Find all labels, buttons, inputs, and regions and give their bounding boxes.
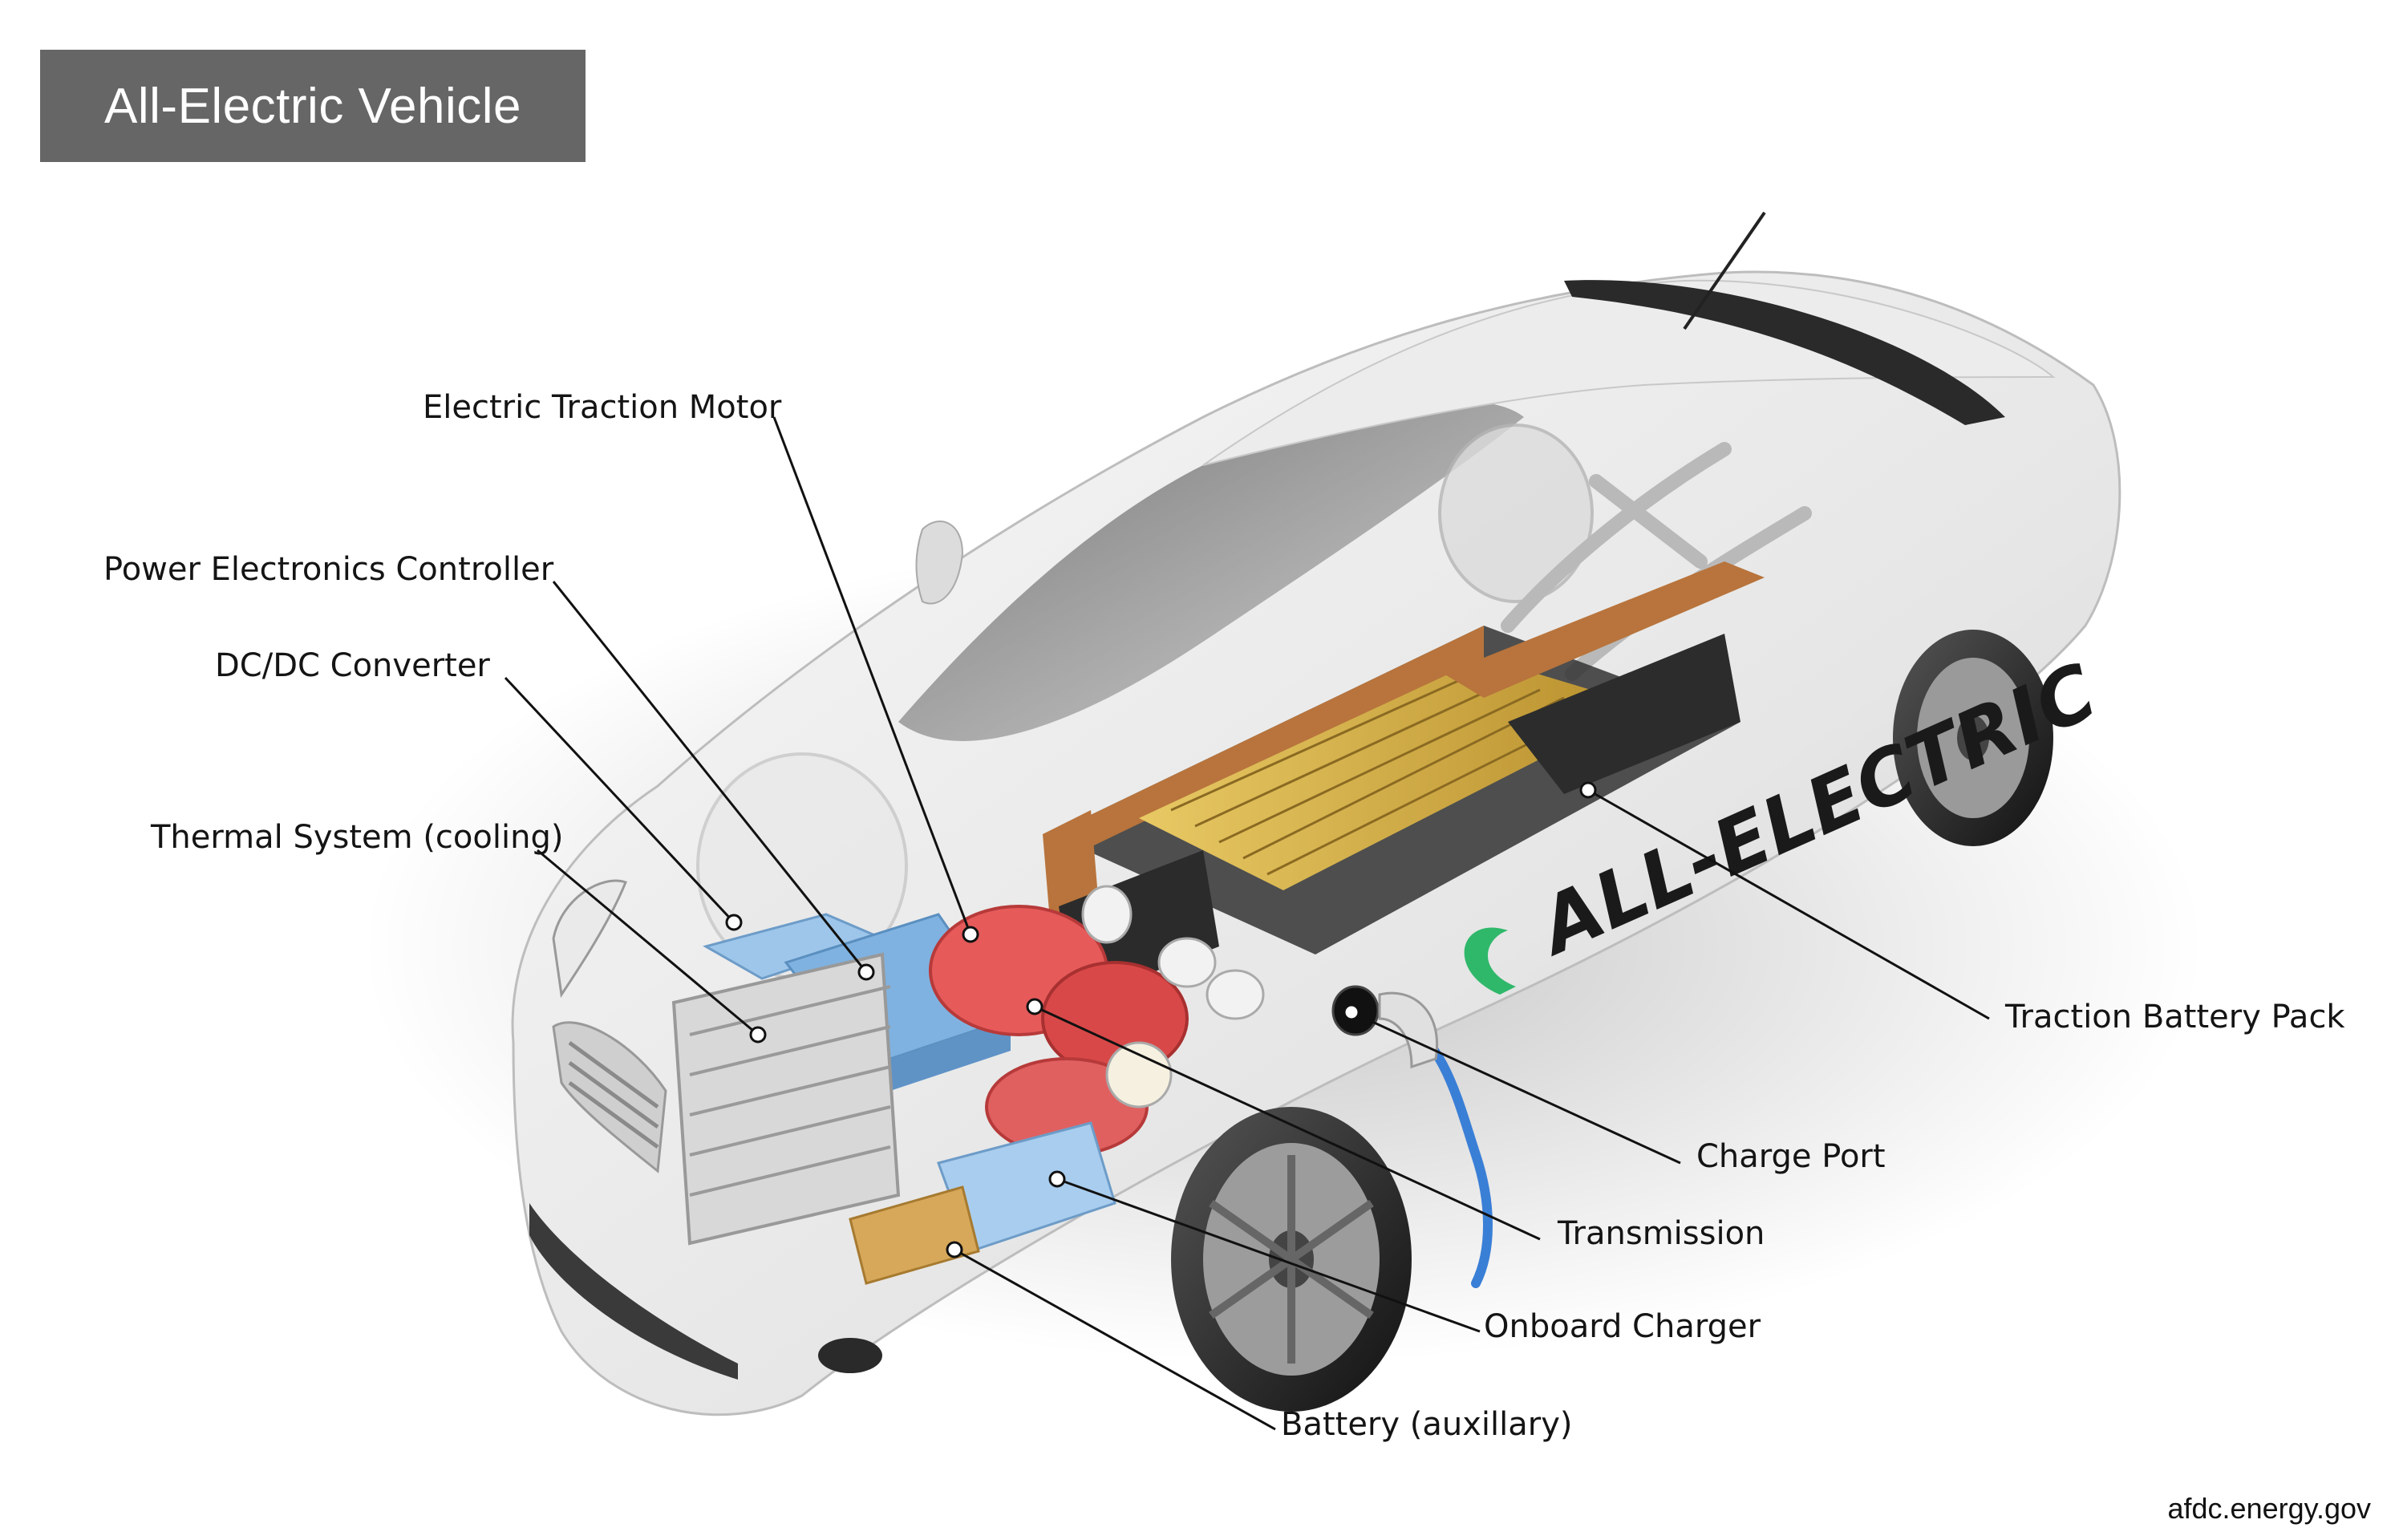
page-title: All-Electric Vehicle bbox=[104, 78, 521, 134]
title-banner: All-Electric Vehicle bbox=[40, 50, 586, 162]
label-power-electronics-controller: Power Electronics Controller bbox=[103, 551, 554, 588]
dot-charge-port bbox=[1343, 1003, 1360, 1021]
side-mirror bbox=[915, 521, 964, 605]
leader-dots bbox=[725, 781, 1597, 1258]
dot-power-electronics-controller bbox=[857, 963, 875, 981]
dot-battery-auxiliary bbox=[946, 1241, 963, 1258]
dot-electric-traction-motor bbox=[962, 926, 979, 943]
lower-grille bbox=[529, 1203, 738, 1380]
leader-electric-traction-motor bbox=[772, 416, 972, 935]
dot-dc-dc-converter bbox=[725, 914, 743, 931]
auxiliary-battery-shape bbox=[849, 1185, 980, 1285]
windshield bbox=[898, 401, 1524, 741]
traction-battery-pack-shape bbox=[1043, 561, 1765, 1003]
leader-transmission bbox=[1034, 1005, 1541, 1241]
dot-traction-battery-pack bbox=[1579, 781, 1597, 799]
leader-power-electronics-controller bbox=[552, 581, 868, 973]
label-transmission: Transmission bbox=[1558, 1215, 1765, 1252]
label-dc-dc-converter: DC/DC Converter bbox=[215, 647, 490, 684]
label-charge-port: Charge Port bbox=[1696, 1138, 1886, 1175]
green-logo bbox=[1464, 927, 1516, 995]
fog-light bbox=[818, 1338, 882, 1373]
label-onboard-charger: Onboard Charger bbox=[1484, 1308, 1761, 1345]
leader-traction-battery-pack bbox=[1587, 788, 1990, 1020]
leader-dc-dc-converter bbox=[504, 676, 735, 924]
dot-onboard-charger bbox=[1048, 1170, 1066, 1188]
leader-lines bbox=[504, 416, 1990, 1431]
label-battery-auxiliary: Battery (auxillary) bbox=[1281, 1406, 1573, 1443]
source-credit: afdc.energy.gov bbox=[2167, 1492, 2372, 1525]
antenna bbox=[1683, 211, 1766, 330]
label-traction-battery-pack: Traction Battery Pack bbox=[2005, 999, 2345, 1035]
dot-transmission bbox=[1026, 998, 1043, 1015]
thermal-system-shape bbox=[671, 952, 901, 1246]
leader-battery-auxiliary bbox=[954, 1248, 1276, 1431]
leader-thermal-system bbox=[537, 849, 759, 1036]
leader-onboard-charger bbox=[1056, 1177, 1481, 1333]
label-electric-traction-motor: Electric Traction Motor bbox=[423, 389, 782, 426]
rear-window-strip bbox=[1564, 280, 2005, 425]
label-thermal-system: Thermal System (cooling) bbox=[151, 819, 564, 856]
leader-charge-port bbox=[1351, 1011, 1681, 1165]
rear-wheel-far bbox=[1438, 424, 1594, 603]
dot-thermal-system bbox=[749, 1026, 767, 1044]
